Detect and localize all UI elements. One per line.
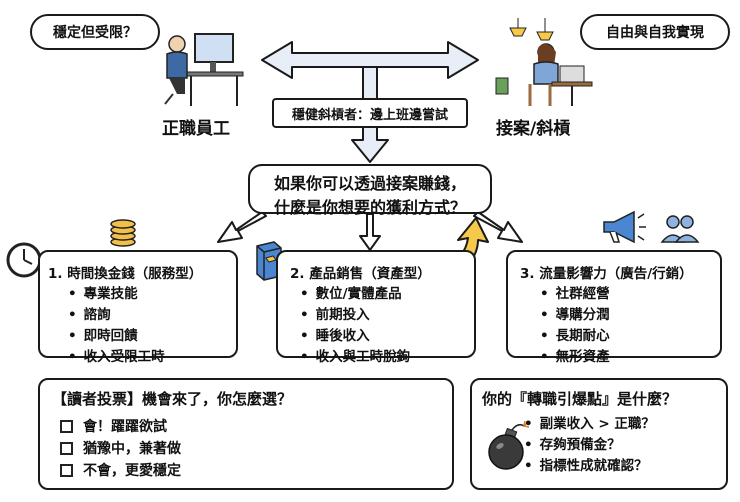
bubble-right-text: 自由與自我實現 [606,25,704,41]
product-box-icon [256,241,282,281]
poll-option-1[interactable]: 會！躍躍欲試 [60,416,167,436]
office-worker-icon [164,33,244,106]
role-label-freelancer: 接案/斜槓 [496,119,571,139]
card-service-list: 專業技能 諮詢 即時回饋 收入受限工時 [68,284,165,368]
coins-icon [110,219,136,247]
checkbox-icon[interactable] [60,441,73,455]
trigger-list: 副業收入 > 正職？ 存夠預備金？ 指標性成就確認？ [524,414,655,477]
list-item: 副業收入 > 正職？ [524,414,655,435]
list-item: 睡後收入 [300,326,410,347]
speech-bubble-left: 穩定但受限？ [30,14,160,50]
list-item: 收入與工時脫鉤 [300,347,411,368]
speech-bubble-right: 自由與自我實現 [580,14,730,50]
list-item: 前期投入 [300,305,410,326]
poll-option-3[interactable]: 不會，更愛穩定 [60,460,181,480]
career-trigger: 你的『轉職引爆點』是什麼？ 副業收入 > 正職？ 存夠預備金？ 指標性成就確認？ [470,378,728,490]
list-item: 指標性成就確認？ [524,456,655,477]
card-service: 1. 時間換金錢（服務型） 專業技能 諮詢 即時回饋 收入受限工時 [38,250,238,365]
list-item: 諮詢 [68,305,165,326]
list-item: 即時回饋 [68,326,165,347]
list-item: 專業技能 [68,284,165,305]
middle-label-text: 穩健斜槓者：邊上班邊嘗試 [291,107,448,123]
question-line-2: 什麼是你想要的獲利方式？ [273,198,466,217]
middle-label-box: 穩健斜槓者：邊上班邊嘗試 [272,98,468,128]
list-item: 數位/實體產品 [300,284,410,305]
poll-option-2[interactable]: 猶豫中，兼著做 [60,438,181,458]
poll-option-label: 會！躍躍欲試 [83,419,167,435]
card-influence-list: 社群經營 導購分潤 長期耐心 無形資產 [540,284,610,368]
card-influence-title: 3. 流量影響力（廣告/行銷） [520,266,693,282]
list-item: 社群經營 [540,284,610,305]
poll-option-label: 猶豫中，兼著做 [83,441,181,457]
users-icon [660,215,700,243]
clock-icon [6,242,42,278]
card-product: 2. 產品銷售（資產型） 數位/實體產品 前期投入 睡後收入 收入與工時脫鉤 [276,250,476,365]
megaphone-icon [603,210,646,244]
question-line-1: 如果你可以透過接案賺錢， [273,174,466,193]
list-item: 導購分潤 [540,305,610,326]
checkbox-icon[interactable] [60,463,73,477]
list-item: 長期耐心 [540,326,610,347]
card-service-title: 1. 時間換金錢（服務型） [48,266,203,282]
checkbox-icon[interactable] [60,419,73,433]
card-product-list: 數位/實體產品 前期投入 睡後收入 收入與工時脫鉤 [300,284,411,368]
freelancer-icon [495,18,593,106]
list-item: 收入受限工時 [68,347,165,368]
list-item: 無形資產 [540,347,610,368]
list-item: 存夠預備金？ [524,435,655,456]
question-box: 如果你可以透過接案賺錢， 什麼是你想要的獲利方式？ [248,164,492,217]
reader-poll: 【讀者投票】機會來了，你怎麼選？ 會！躍躍欲試 猶豫中，兼著做 不會，更愛穩定 [38,378,454,490]
card-product-title: 2. 產品銷售（資產型） [290,266,431,282]
bomb-icon [488,420,530,470]
poll-option-label: 不會，更愛穩定 [83,463,181,479]
poll-title: 【讀者投票】機會來了，你怎麼選？ [52,390,293,408]
trigger-title: 你的『轉職引爆點』是什麼？ [482,390,678,408]
bubble-left-text: 穩定但受限？ [53,25,137,41]
role-label-employee: 正職員工 [162,119,230,139]
card-influence: 3. 流量影響力（廣告/行銷） 社群經營 導購分潤 長期耐心 無形資產 [506,250,722,365]
